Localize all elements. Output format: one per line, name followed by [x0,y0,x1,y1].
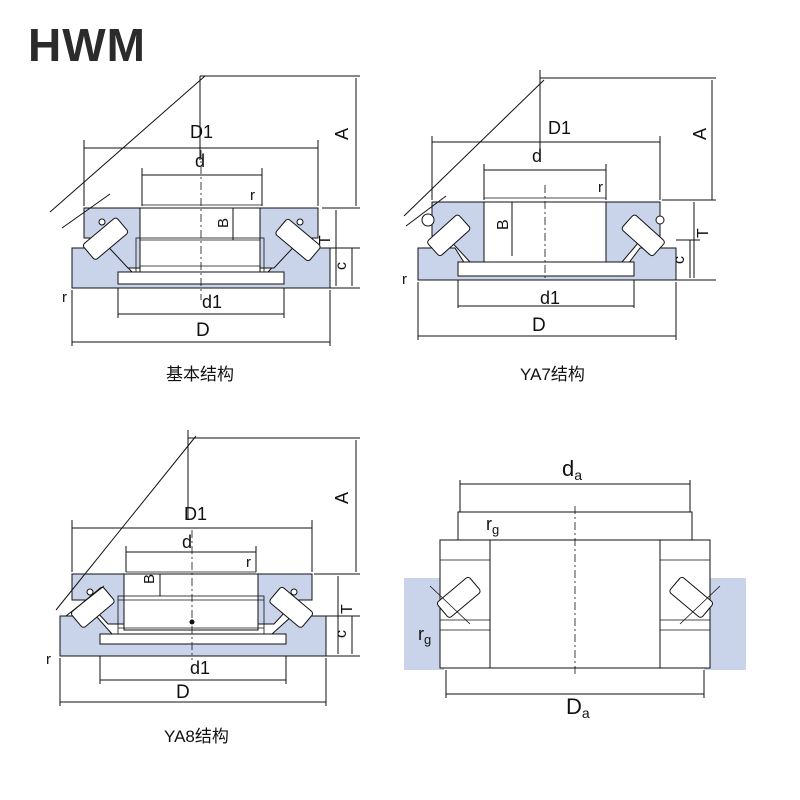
figure-mounting: da rg rg Da [404,456,746,721]
label-c-ya7: c [671,256,688,264]
label-r-ya8-top: r [246,554,251,571]
label-d-basic: d [195,151,205,171]
label-c-ya8: c [333,630,350,638]
figure-basic: D1 d r B A T c d1 D r [49,75,360,346]
label-T-basic: T [317,235,334,245]
label-B-ya8: B [141,574,158,584]
label-T-ya8: T [339,604,356,614]
figure-ya8: D1 d r B A T c d1 D r [46,430,360,706]
label-D1-ya7: D1 [548,118,571,138]
label-A-ya8: A [332,492,352,504]
brand-logo: HWM [28,19,146,71]
label-d-ya7: d [532,146,542,166]
label-A-ya7: A [690,128,710,140]
label-r-ya8-bottom: r [46,651,51,668]
label-B-basic: B [215,218,232,228]
caption-ya8: YA8结构 [164,727,229,746]
caption-basic: 基本结构 [166,365,234,384]
label-r-ya7-top: r [598,179,603,196]
label-d1-ya7: d1 [540,288,560,308]
label-A-basic: A [332,128,352,140]
label-d1-ya8: d1 [190,658,210,678]
label-c-basic: c [333,262,350,270]
label-D-basic: D [196,320,210,341]
label-B-ya7: B [495,219,512,230]
label-r-ya7-bottom: r [402,271,407,288]
label-r-basic-top: r [250,187,255,204]
label-D1-basic: D1 [190,122,213,142]
label-D-ya7: D [532,315,546,336]
label-da: da [562,456,582,483]
label-rg-top: rg [486,514,499,537]
caption-ya7: YA7结构 [520,365,585,384]
label-Da: Da [566,694,590,721]
label-rg-bottom: rg [418,624,431,647]
figure-ya7: D1 d r B A T c d1 D r [402,70,716,340]
label-d1-basic: d1 [202,292,222,312]
label-D-ya8: D [176,682,190,703]
label-d-ya8: d [182,532,192,552]
label-r-basic-bottom: r [62,289,67,306]
label-T-ya7: T [695,228,712,238]
label-D1-ya8: D1 [184,504,207,524]
